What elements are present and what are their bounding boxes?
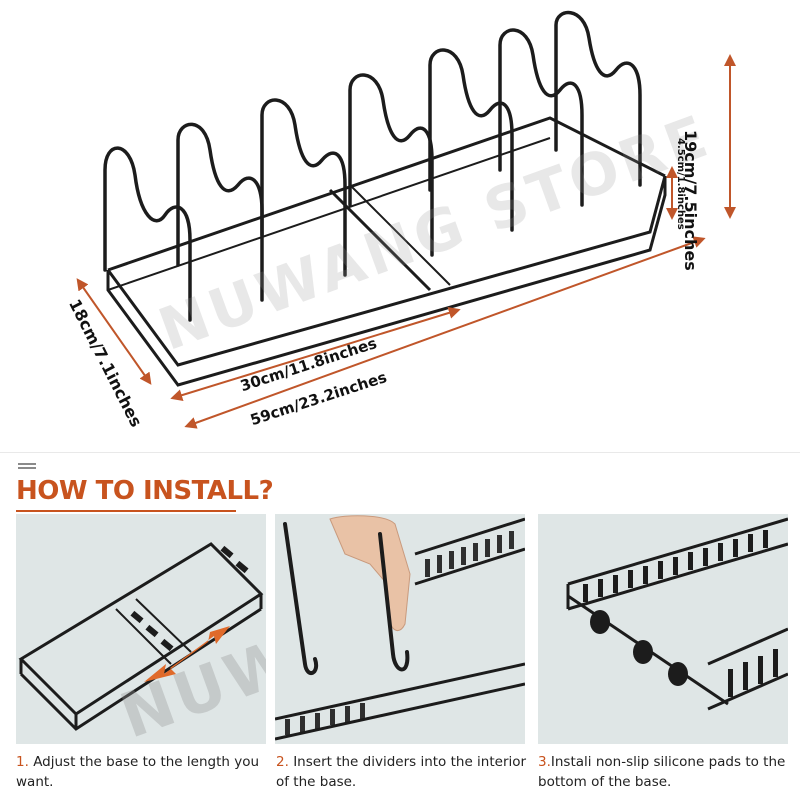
rail-slot [559, 260, 564, 273]
rail-slot [439, 294, 444, 307]
rail-slots [285, 531, 514, 735]
divider-height-dimension-label: 4.5cm/1.8inches [675, 138, 686, 230]
rail-slot [613, 245, 618, 258]
step-number: 3. [538, 754, 551, 770]
step-text: Instali non-slip silicone pads to the bo… [538, 754, 786, 790]
product-hero: NUWANG STORE 19cm/7.5inches 4.5cm/1.8inc… [65, 10, 736, 430]
rail-slot [278, 339, 283, 352]
rail-slot [318, 328, 323, 341]
rail-slot [532, 268, 537, 281]
rail-slot [586, 253, 591, 266]
rail-slot [546, 264, 551, 277]
rail-slot [305, 332, 310, 345]
rail-slot [452, 290, 457, 303]
step-2-image [275, 514, 525, 744]
step-text: Adjust the base to the length you want. [16, 754, 260, 790]
rail-slot [412, 302, 417, 314]
step-number: 1. [16, 754, 29, 770]
step-3-image [538, 514, 788, 744]
rail-slot [225, 354, 230, 367]
rail-slot [599, 249, 604, 262]
rail-slot [492, 279, 497, 292]
rail-slot [466, 286, 471, 299]
rail-slot [198, 362, 203, 375]
menu-lines-icon [18, 463, 36, 471]
dimension-arrows [76, 54, 736, 429]
rack-slots [185, 241, 631, 378]
rail-slot [292, 335, 297, 348]
silicone-pad-icons [590, 610, 688, 686]
rail-slot [358, 317, 363, 330]
rail-slot [238, 350, 243, 363]
rail-slot [332, 324, 337, 337]
rail-slot [479, 283, 484, 296]
step-text: Insert the dividers into the interior of… [276, 754, 527, 790]
step-3-caption: 3.Instali non-slip silicone pads to the … [538, 752, 793, 792]
step-1-caption: 1. Adjust the base to the length you wan… [16, 752, 271, 792]
rail-slot [211, 358, 216, 371]
rail-slot [251, 347, 256, 360]
rail-slot [185, 366, 189, 378]
rail-slot [265, 343, 270, 356]
rail-slot [573, 256, 578, 269]
divider-wire [283, 522, 410, 675]
step-2-caption: 2. Insert the dividers into the interior… [276, 752, 531, 792]
step-1-image: NUWANG STORE [16, 514, 266, 744]
connector-clips [130, 545, 249, 652]
rack-illustration [76, 10, 736, 429]
hand-illustration [329, 515, 411, 631]
rail-slot [506, 275, 511, 288]
section-divider [0, 452, 800, 453]
adjust-arrow-icon [144, 626, 230, 682]
rail-slot [626, 241, 631, 254]
heading-underline [16, 510, 236, 512]
install-heading: HOW TO INSTALL? [16, 476, 274, 506]
rail-slot [385, 309, 390, 322]
rail-slot [425, 298, 430, 311]
rail-slot [372, 313, 377, 326]
step-number: 2. [276, 754, 289, 770]
rail-slot [345, 320, 350, 333]
rack-dividers [103, 10, 642, 322]
rail-slot [399, 305, 404, 318]
rail-slots [583, 530, 778, 697]
rail-slot [519, 271, 524, 284]
